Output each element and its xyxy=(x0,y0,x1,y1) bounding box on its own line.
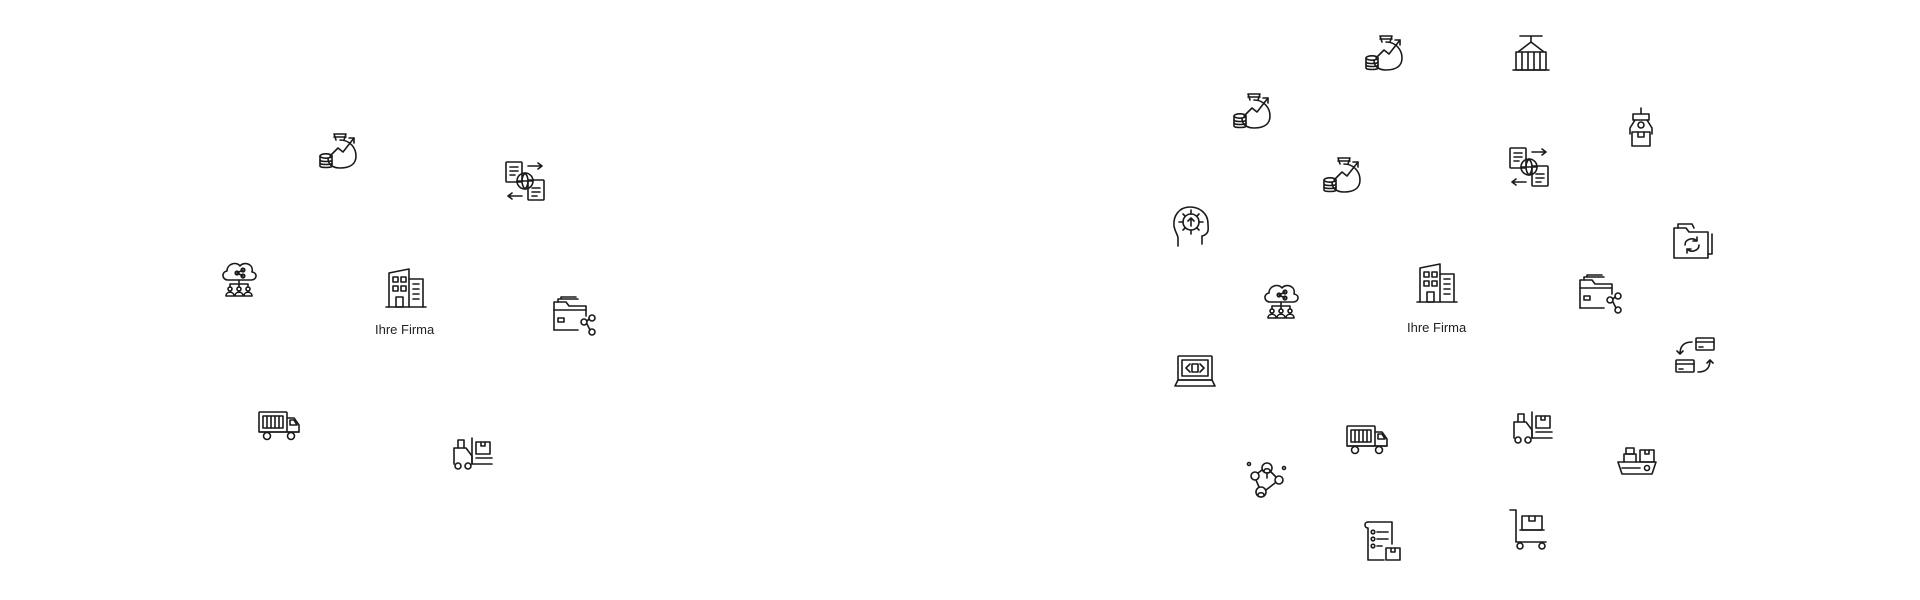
company-building-icon xyxy=(1414,260,1460,306)
crane-container-icon xyxy=(1508,32,1554,78)
network-people-icon xyxy=(1244,456,1290,502)
robot-arm-box-icon xyxy=(1618,106,1664,152)
money-bag-growth-icon xyxy=(1230,86,1276,132)
company-label: Ihre Firma xyxy=(375,322,435,337)
cargo-ship-icon xyxy=(1614,434,1660,480)
head-gear-upload-icon xyxy=(1168,204,1214,250)
folder-sync-icon xyxy=(1670,218,1716,264)
shared-folder-icon xyxy=(1576,272,1622,318)
hand-cart-icon xyxy=(1506,506,1552,552)
money-bag-growth-icon xyxy=(1320,150,1366,196)
laptop-code-icon xyxy=(1172,350,1218,396)
global-documents-exchange-icon xyxy=(1506,144,1552,190)
checklist-box-icon xyxy=(1360,518,1406,564)
forklift-icon xyxy=(1508,402,1554,448)
cloud-network-users-icon xyxy=(1258,278,1304,324)
container-truck-icon xyxy=(1344,416,1390,462)
card-transfer-icon xyxy=(1672,334,1718,380)
company-label: Ihre Firma xyxy=(1407,320,1467,335)
money-bag-growth-icon xyxy=(1362,28,1408,74)
